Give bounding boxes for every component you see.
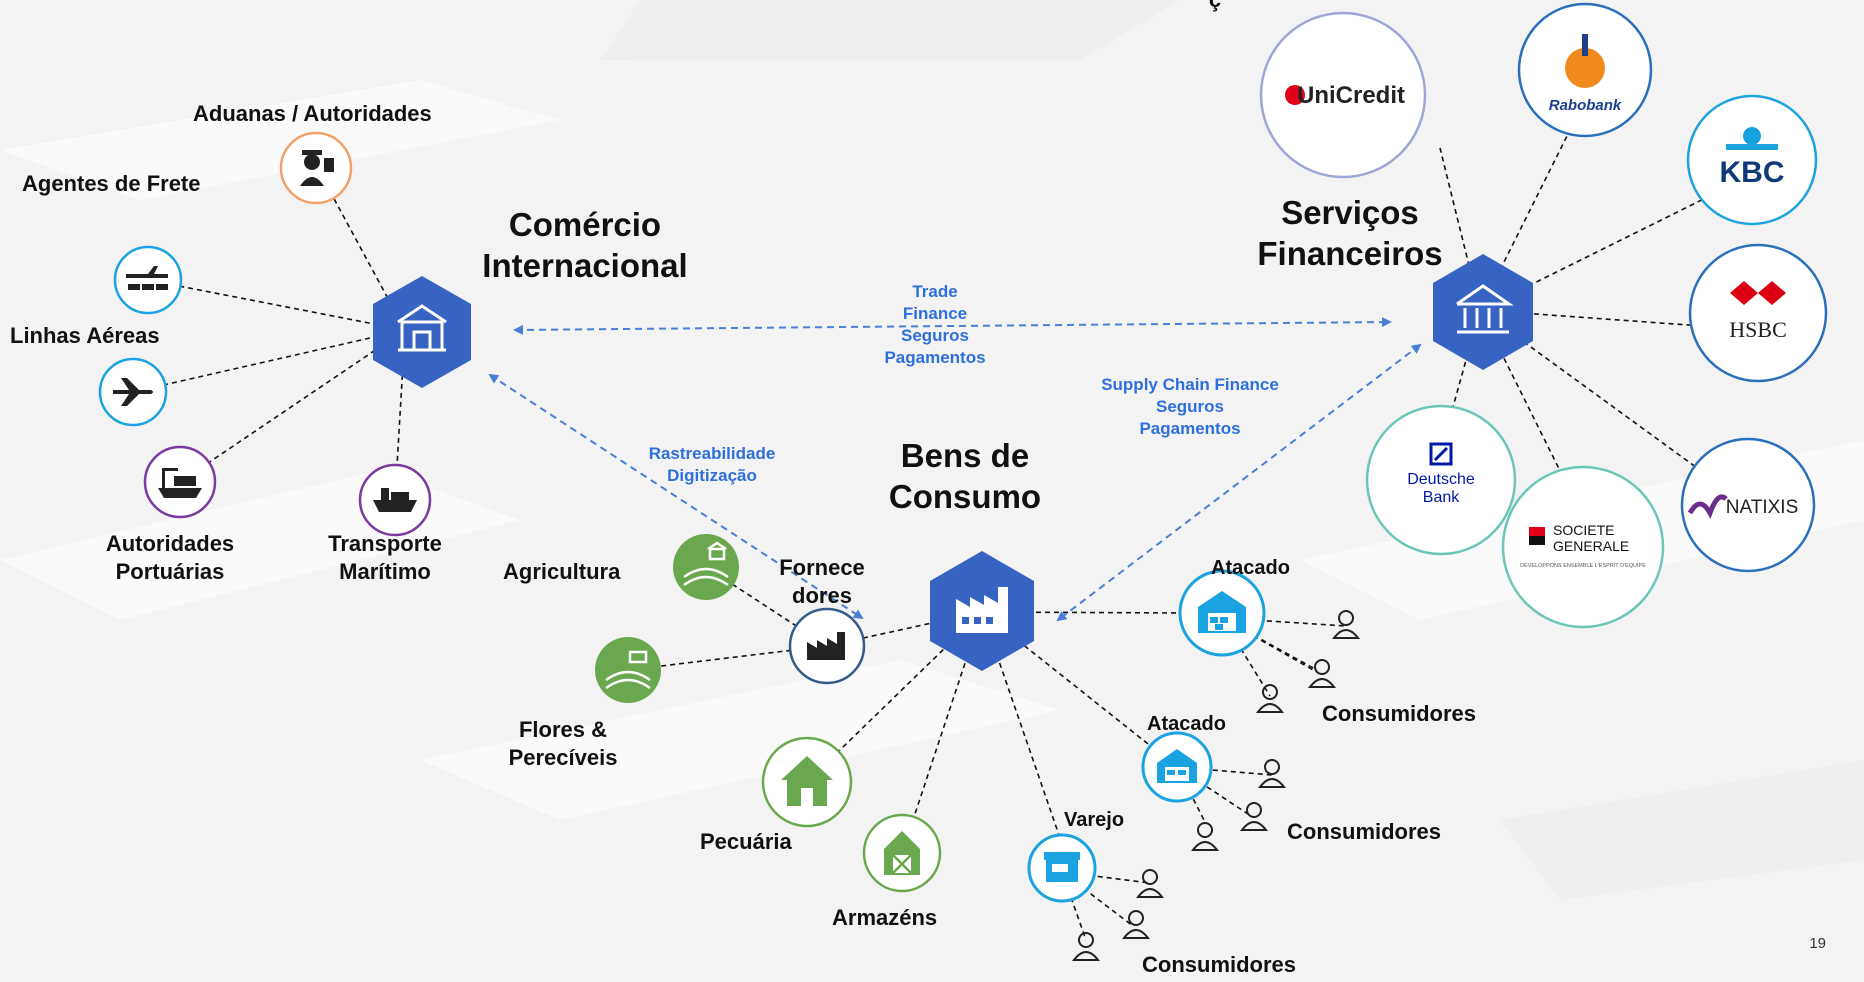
societe-tagline: DEVELOPPONS ENSEMBLE L'ESPRIT D'EQUIPE xyxy=(1520,563,1646,569)
flow-label-supply: Supply Chain Finance Seguros Pagamentos xyxy=(1101,374,1279,440)
airline-node xyxy=(98,357,168,427)
page-number: 19 xyxy=(1809,935,1826,952)
customs-officer-node xyxy=(279,131,353,205)
airplane-icon xyxy=(113,378,153,406)
flowers-node xyxy=(595,637,661,703)
societe-line2: GENERALE xyxy=(1553,538,1629,554)
natixis-node: NATIXIS xyxy=(1680,437,1816,573)
label-maritimo: Transporte Marítimo xyxy=(328,530,442,585)
person-icon xyxy=(1135,869,1165,898)
warehouse-node xyxy=(862,813,942,893)
label-aduanas: Aduanas / Autoridades xyxy=(193,101,432,126)
greenhouse-field-icon xyxy=(605,650,651,690)
cargo-ship-icon xyxy=(373,488,417,512)
hub-label-bens-text: Bens de Consumo xyxy=(888,437,1042,516)
hub-label-comercio-text: Comércio Internacional xyxy=(482,206,688,285)
deutsche-bank-node: Deutsche Bank xyxy=(1365,404,1517,556)
label-consumidores-3: Consumidores xyxy=(1142,952,1297,977)
flow-label-supply-text: Supply Chain Finance Seguros Pagamentos xyxy=(1101,375,1279,439)
supply-flow-arrow xyxy=(1056,343,1422,622)
label-portuarias-text: Autoridades Portuárias xyxy=(105,531,235,584)
label-fornecedores-text: Fornece dores xyxy=(779,555,865,608)
label-armazens: Armazéns xyxy=(832,905,938,930)
deutsche-line1: Deutsche xyxy=(1407,471,1475,488)
flow-label-rastreabilidade-text: Rastreabilidade Digitização xyxy=(648,444,776,486)
societe-generale-node: SOCIETE GENERALE DEVELOPPONS ENSEMBLE L'… xyxy=(1501,465,1665,629)
natixis-logo-text: NATIXIS xyxy=(1726,497,1799,518)
label-consumidores-1: Consumidores xyxy=(1322,701,1477,726)
societe-line1: SOCIETE xyxy=(1553,522,1614,538)
hsbc-hexagon-logo xyxy=(1730,281,1786,305)
flow-label-trade-text: Trade Finance Seguros Pagamentos xyxy=(884,282,986,368)
label-fornecedores: Fornece dores xyxy=(779,554,865,609)
hsbc-logo-text: HSBC xyxy=(1729,317,1786,342)
label-linhas: Linhas Aéreas xyxy=(10,323,160,348)
factory-icon xyxy=(956,587,1008,633)
kbc-logo-text: KBC xyxy=(1720,156,1785,189)
label-agentes: Agentes de Frete xyxy=(22,171,201,196)
rabobank-logo-text: Rabobank xyxy=(1549,97,1622,114)
hub-label-bens: Bens de Consumo xyxy=(889,435,1041,518)
farmhouse-icon xyxy=(781,756,833,806)
livestock-node xyxy=(761,736,853,828)
bank-building-icon xyxy=(1456,284,1514,334)
label-pecuaria: Pecuária xyxy=(700,829,792,854)
retail-node xyxy=(1027,833,1097,903)
suppliers-node xyxy=(788,607,866,685)
label-flores-text: Flores & Perecíveis xyxy=(508,717,618,770)
flow-arrows xyxy=(488,317,1422,622)
kbc-node: KBC xyxy=(1686,94,1818,226)
hsbc-node: HSBC xyxy=(1688,243,1828,383)
person-icon xyxy=(1121,910,1151,939)
label-portuarias: Autoridades Portuárias xyxy=(106,530,234,585)
agriculture-node xyxy=(673,534,739,600)
hub-label-comercio: Comércio Internacional xyxy=(482,204,687,287)
label-varejo: Varejo xyxy=(1064,809,1125,831)
label-consumidores-2: Consumidores xyxy=(1287,819,1442,844)
wholesale-warehouse-icon-2 xyxy=(1157,749,1197,783)
person-icon xyxy=(1255,684,1285,713)
deutsche-line2: Bank xyxy=(1423,489,1460,506)
freight-agent-node xyxy=(113,245,183,315)
wholesale-node-1 xyxy=(1178,569,1266,657)
hub-financeiros-hexagon xyxy=(1433,254,1533,370)
wholesale-node-2 xyxy=(1141,731,1213,803)
person-icon xyxy=(1257,759,1287,788)
trace-flow-arrow xyxy=(488,373,864,620)
port-authority-node xyxy=(143,445,217,519)
flow-label-rastreabilidade: Rastreabilidade Digitização xyxy=(649,443,776,487)
air-freight-icon xyxy=(126,266,168,290)
label-atacado-2: Atacado xyxy=(1147,713,1226,735)
label-maritimo-text: Transporte Marítimo xyxy=(328,531,442,584)
person-icon xyxy=(1331,610,1361,639)
label-agricultura: Agricultura xyxy=(503,559,621,584)
flow-label-trade: Trade Finance Seguros Pagamentos xyxy=(884,281,985,369)
hub-bens-hexagon xyxy=(930,551,1034,671)
person-icon xyxy=(1239,802,1269,831)
store-icon xyxy=(1044,852,1080,882)
wholesale-warehouse-icon xyxy=(1198,591,1246,633)
hub-label-financeiros: Serviços Financeiros xyxy=(1257,192,1442,275)
title-fragment: ç xyxy=(1209,0,1221,14)
trade-flow-arrow xyxy=(513,317,1392,335)
unicredit-logo-text: UniCredit xyxy=(1297,82,1405,109)
hub-label-financeiros-text: Serviços Financeiros xyxy=(1257,194,1443,273)
label-flores: Flores & Perecíveis xyxy=(509,716,618,771)
supplier-factory-icon xyxy=(807,632,845,660)
barn-icon xyxy=(884,831,920,875)
customs-officer-icon xyxy=(300,150,334,186)
label-atacado-1: Atacado xyxy=(1211,557,1290,579)
person-icon xyxy=(1307,659,1337,688)
hub-comercio-hexagon xyxy=(373,276,471,388)
farm-field-icon xyxy=(683,541,729,587)
rabobank-node: Rabobank xyxy=(1517,2,1653,138)
maritime-node xyxy=(358,463,432,537)
port-ship-icon xyxy=(158,468,202,498)
person-icon xyxy=(1071,932,1101,961)
unicredit-node: UniCredit xyxy=(1259,11,1427,179)
person-icon xyxy=(1190,822,1220,851)
consumer-icons xyxy=(1071,610,1361,961)
customs-building-icon xyxy=(397,304,447,352)
